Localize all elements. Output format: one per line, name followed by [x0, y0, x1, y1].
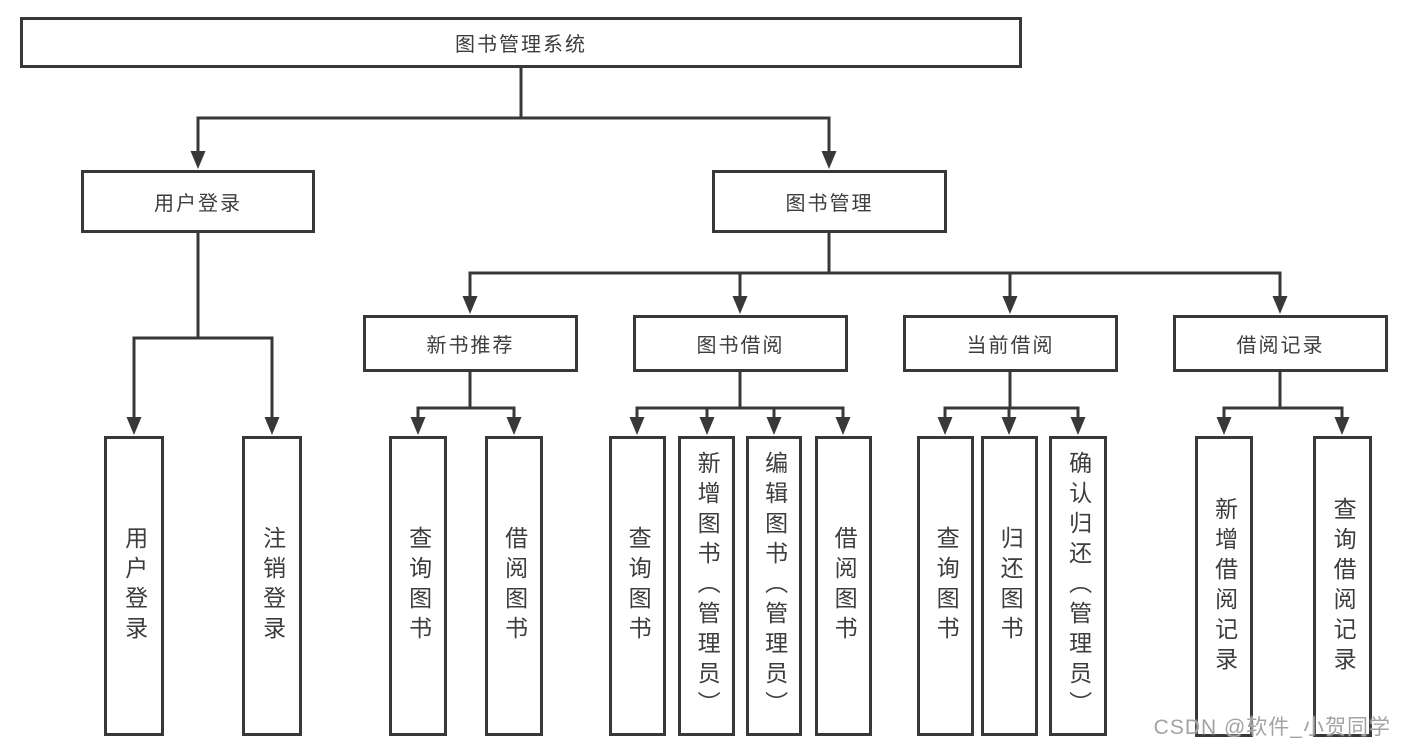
connector-arrowhead — [462, 296, 478, 314]
connector-arrowhead — [699, 417, 715, 435]
leaf-borrow-books-newrec: 借阅图书 — [485, 436, 543, 736]
node-book-management: 图书管理 — [712, 170, 947, 233]
connector-arrowhead — [766, 417, 782, 435]
leaf-add-book-admin: 新增图书（管理员） — [678, 436, 735, 736]
connector-arrowhead — [264, 417, 280, 435]
connector-arrowhead — [629, 417, 645, 435]
node-label: 查询图书 — [625, 526, 652, 646]
connector-arrowhead — [937, 417, 953, 435]
node-label: 查询图书 — [933, 526, 960, 646]
node-borrowing-records: 借阅记录 — [1173, 315, 1388, 372]
leaf-query-borrow-record: 查询借阅记录 — [1313, 436, 1372, 737]
leaf-borrow-books-borrowing: 借阅图书 — [815, 436, 872, 736]
node-label: 查询借阅记录 — [1330, 496, 1357, 677]
node-label: 借阅图书 — [831, 526, 858, 646]
connector-arrowhead — [410, 417, 426, 435]
node-label: 当前借阅 — [966, 335, 1055, 357]
leaf-confirm-return-admin: 确认归还（管理员） — [1049, 436, 1107, 736]
node-current-borrowing: 当前借阅 — [903, 315, 1118, 372]
connector-arrowhead — [506, 417, 522, 435]
connector-arrowhead — [1070, 417, 1086, 435]
leaf-query-books-current: 查询图书 — [917, 436, 974, 736]
node-label: 新书推荐 — [426, 335, 515, 357]
node-label: 用户登录 — [154, 193, 242, 215]
node-book-borrowing: 图书借阅 — [633, 315, 848, 372]
node-label: 用户登录 — [121, 526, 148, 646]
node-label: 编辑图书（管理员） — [761, 451, 788, 721]
node-label: 借阅图书 — [501, 526, 528, 646]
node-label: 新增借阅记录 — [1211, 496, 1238, 677]
connector-arrowhead — [1334, 417, 1350, 435]
leaf-logout: 注销登录 — [242, 436, 302, 736]
connector-arrowhead — [1002, 296, 1018, 314]
connector-arrowhead — [732, 296, 748, 314]
node-label: 查询图书 — [405, 526, 432, 646]
node-new-book-recommendation: 新书推荐 — [363, 315, 578, 372]
connector-arrowhead — [821, 151, 837, 169]
connector-arrowhead — [190, 151, 206, 169]
node-library-management-system: 图书管理系统 — [20, 17, 1022, 68]
node-label: 归还图书 — [997, 526, 1024, 646]
node-label: 借阅记录 — [1236, 335, 1325, 357]
leaf-add-borrow-record: 新增借阅记录 — [1195, 436, 1253, 737]
node-label: 确认归还（管理员） — [1065, 451, 1092, 721]
csdn-watermark: CSDN @软件_小贺同学 — [1153, 716, 1391, 739]
connector-arrowhead — [1216, 417, 1232, 435]
leaf-return-books: 归还图书 — [981, 436, 1038, 736]
node-label: 图书管理 — [785, 193, 874, 215]
node-label: 图书借阅 — [696, 335, 785, 357]
connector-arrowhead — [835, 417, 851, 435]
connector-arrowhead — [126, 417, 142, 435]
node-user-login: 用户登录 — [81, 170, 315, 233]
node-label: 图书管理系统 — [455, 34, 587, 56]
leaf-query-books-newrec: 查询图书 — [389, 436, 447, 736]
connector-arrowhead — [1272, 296, 1288, 314]
leaf-user-login: 用户登录 — [104, 436, 164, 736]
leaf-query-books-borrowing: 查询图书 — [609, 436, 666, 736]
connector-arrowhead — [1001, 417, 1017, 435]
node-label: 注销登录 — [259, 526, 286, 646]
node-label: 新增图书（管理员） — [694, 451, 721, 721]
leaf-edit-book-admin: 编辑图书（管理员） — [746, 436, 802, 736]
